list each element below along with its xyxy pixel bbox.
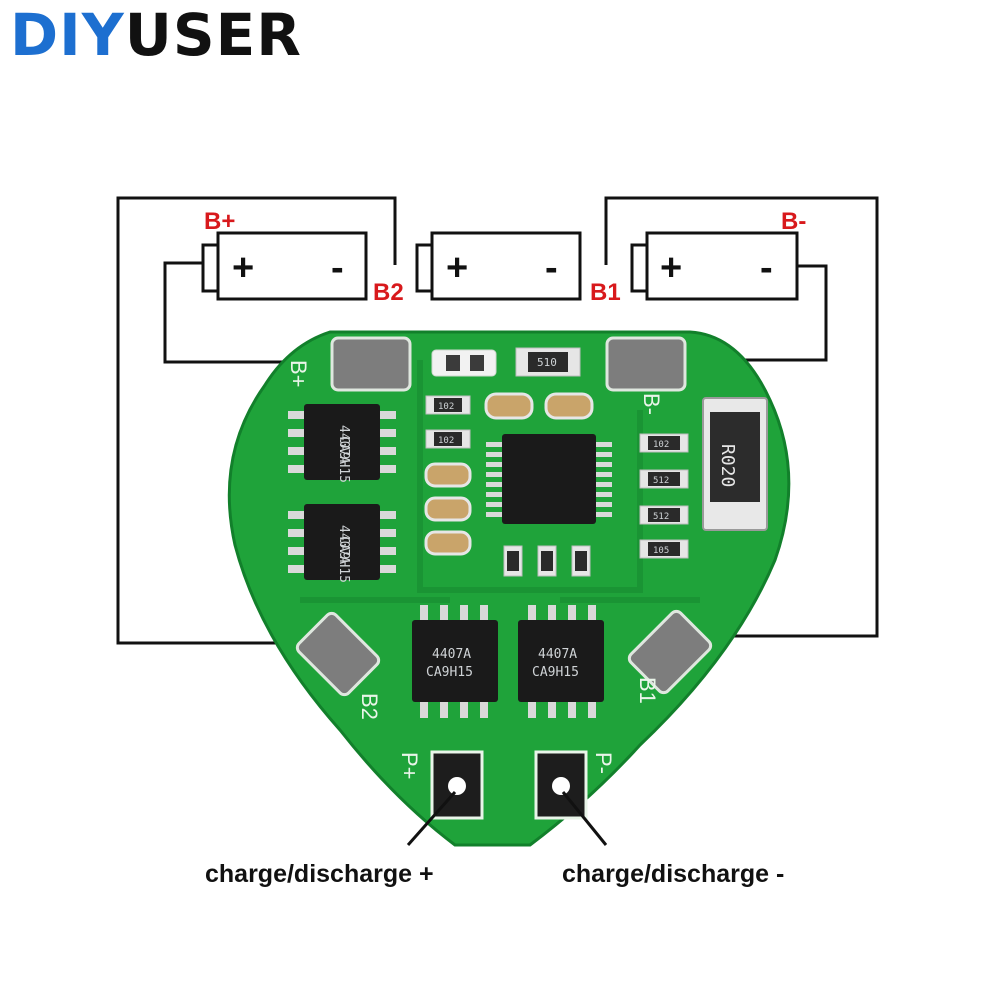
mosfet-bm-left-line2: CA9H15: [426, 665, 473, 680]
wire-b-plus: [163, 261, 360, 364]
battery-cell-1: + -: [201, 231, 368, 301]
silk-b-minus: B-: [639, 393, 664, 415]
pad-b-minus: [605, 336, 687, 392]
pad-b1: [627, 609, 713, 695]
resistor-512-a-label: 512: [653, 476, 669, 486]
resistor-102-a-label: 102: [438, 402, 454, 412]
brand-logo-part2: USER: [124, 1, 302, 69]
label-b-plus: B+: [204, 208, 235, 235]
caption-charge-plus: charge/discharge +: [205, 860, 434, 888]
pad-b-plus: [330, 336, 412, 392]
mosfet-bm-right-line2: CA9H15: [532, 665, 579, 680]
cell-2-minus: -: [545, 247, 558, 289]
passives: 510 102 102 102: [424, 347, 689, 577]
cell-1-plus: +: [232, 247, 254, 289]
mosfet-bottom-middle-left: 4407A CA9H15: [412, 605, 498, 718]
mosfet-bm-right-line1: 4407A: [538, 647, 577, 662]
battery-cell-2: + -: [415, 231, 582, 301]
pad-b2: [295, 611, 381, 697]
mosfet-bm-left-line1: 4407A: [432, 647, 471, 662]
silk-b2: B2: [357, 693, 382, 720]
caption-charge-minus: charge/discharge -: [562, 860, 784, 888]
silk-p-minus: P-: [591, 752, 616, 774]
silk-b-plus: B+: [286, 360, 311, 388]
protection-ic: [486, 434, 612, 524]
callout-line-plus: [406, 791, 457, 846]
pcb-board: B+ B- B2 B1 P+ P- R020: [227, 330, 791, 847]
brand-logo: DIYUSER: [10, 6, 302, 64]
cell-1-minus: -: [331, 247, 344, 289]
hole-p-plus: [448, 777, 466, 795]
label-b2: B2: [373, 279, 404, 306]
brand-logo-part1: DIY: [10, 1, 125, 69]
battery-cell-3: + -: [630, 231, 799, 301]
mosfet-bottom-left-line2: CA9H15: [336, 536, 351, 583]
mosfet-top-left-line1: 4407A: [336, 425, 351, 464]
silk-p-plus: P+: [397, 752, 422, 780]
callouts: [406, 791, 608, 846]
resistor-102-b-label: 102: [438, 436, 454, 446]
mosfet-bottom-left-line1: 4407A: [336, 525, 351, 564]
resistor-105-label: 105: [653, 546, 669, 556]
mosfet-bottom-left: 4407A CA9H15: [288, 504, 396, 583]
mosfet-top-left-line2: CA9H15: [336, 436, 351, 483]
label-b-minus: B-: [781, 208, 806, 235]
resistor-512-b-label: 512: [653, 512, 669, 522]
wire-b2: [116, 196, 397, 645]
mosfet-top-left: 4407A CA9H15: [288, 404, 396, 483]
cell-2-plus: +: [446, 247, 468, 289]
callout-line-minus: [561, 791, 608, 846]
mosfet-bottom-middle-right: 4407A CA9H15: [518, 605, 604, 718]
wire-b1: [604, 196, 879, 638]
hole-p-minus: [552, 777, 570, 795]
resistor-r020: R020: [702, 397, 768, 531]
label-b1: B1: [590, 279, 621, 306]
cell-3-minus: -: [760, 247, 773, 289]
resistor-510-label: 510: [537, 356, 557, 369]
silk-b1: B1: [635, 677, 660, 704]
cell-3-plus: +: [660, 247, 682, 289]
resistor-102-c-label: 102: [653, 440, 669, 450]
resistor-r020-label: R020: [717, 444, 738, 487]
